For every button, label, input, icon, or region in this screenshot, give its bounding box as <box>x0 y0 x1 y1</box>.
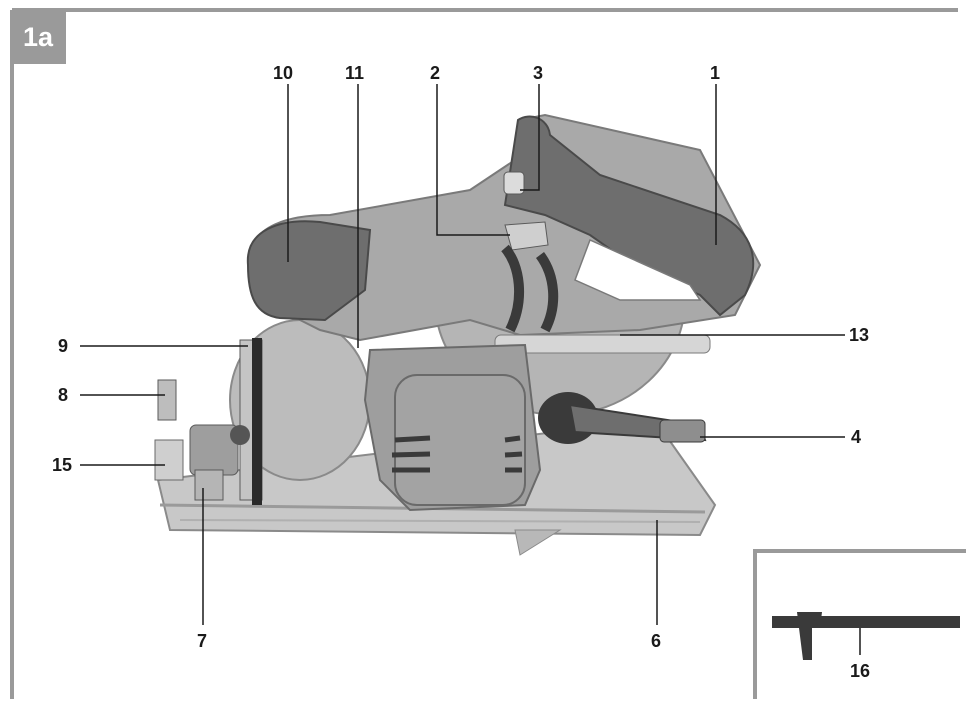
callout-11: 11 <box>345 63 365 83</box>
cut-indicator <box>157 379 177 421</box>
frame-border <box>10 8 958 699</box>
callout-16: 16 <box>850 661 871 681</box>
depth-lever <box>538 392 707 444</box>
callout-6: 6 <box>651 631 662 651</box>
callout-8: 8 <box>58 385 69 405</box>
bevel-scale <box>189 338 263 505</box>
callout-7: 7 <box>197 631 208 651</box>
callout-10: 10 <box>273 63 294 83</box>
saw-housing <box>246 113 762 354</box>
callout-4: 4 <box>851 427 862 447</box>
scale-guide <box>154 439 184 481</box>
lock-button <box>503 171 525 195</box>
callout-15: 15 <box>52 455 73 475</box>
motor-housing <box>363 343 542 512</box>
callout-3: 3 <box>533 63 544 83</box>
callout-1: 1 <box>710 63 721 83</box>
inset-frame <box>753 549 966 699</box>
parallel-guide-inset <box>772 612 960 660</box>
leader-lines <box>80 84 845 625</box>
guide-bar <box>494 334 711 354</box>
callout-9: 9 <box>58 336 69 356</box>
callout-2: 2 <box>430 63 441 83</box>
trigger <box>504 221 549 251</box>
blade-tip <box>514 529 562 556</box>
figure-label: 1a <box>10 10 66 64</box>
callout-13: 13 <box>849 325 870 345</box>
